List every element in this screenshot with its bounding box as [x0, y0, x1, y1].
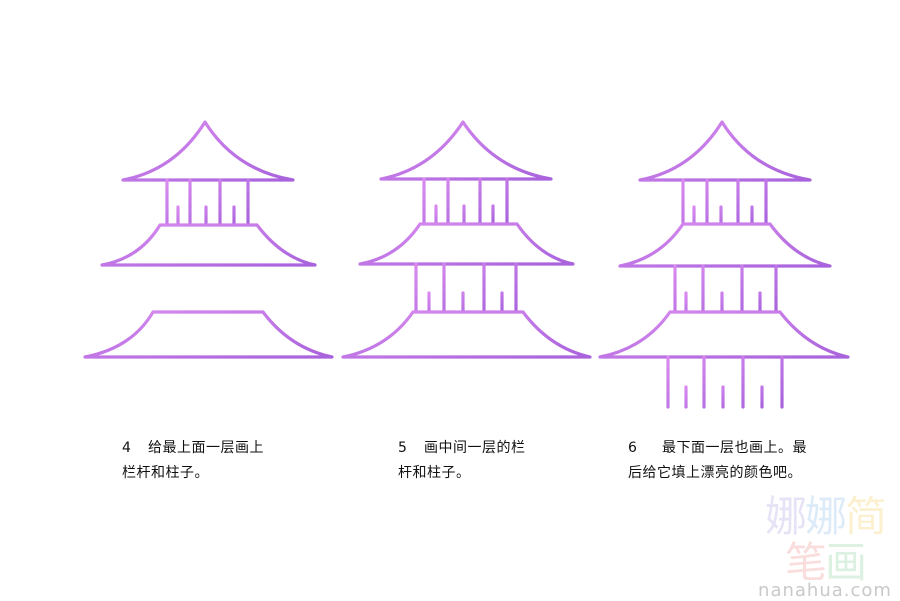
step-text-line1: 画中间一层的栏 [424, 440, 526, 456]
pagoda-drawing-steps [83, 65, 850, 409]
step-number: 6 [628, 440, 638, 456]
step-number: 5 [398, 440, 408, 456]
pagoda-step-4 [83, 120, 334, 359]
watermark-char: 娜 [804, 492, 847, 541]
step-number: 4 [122, 440, 132, 456]
watermark-char: 笔 [784, 538, 827, 587]
pagoda-step-5 [341, 120, 592, 359]
step-text-line1: 最下面一层也画上。最 [662, 440, 807, 456]
step-5-caption: 5 画中间一层的栏 杆和柱子。 [398, 436, 548, 486]
step-text-line2: 栏杆和柱子。 [122, 465, 209, 481]
step-6-caption: 6 最下面一层也画上。最 后给它填上漂亮的颜色吧。 [628, 436, 838, 486]
watermark-char: 画 [825, 538, 867, 587]
watermark-logo: 娜娜简笔画 nanahua.com [750, 494, 900, 601]
step-4-caption: 4 给最上面一层画上 栏杆和柱子。 [122, 436, 292, 486]
step-text-line2: 后给它填上漂亮的颜色吧。 [628, 465, 802, 481]
step-text-line2: 杆和柱子。 [398, 465, 471, 481]
step-text-line1: 给最上面一层画上 [148, 440, 264, 456]
watermark-char: 娜 [764, 492, 807, 541]
watermark-char: 简 [845, 492, 887, 541]
pagoda-step-6 [598, 65, 850, 409]
watermark-chinese: 娜娜简笔画 [750, 494, 900, 586]
